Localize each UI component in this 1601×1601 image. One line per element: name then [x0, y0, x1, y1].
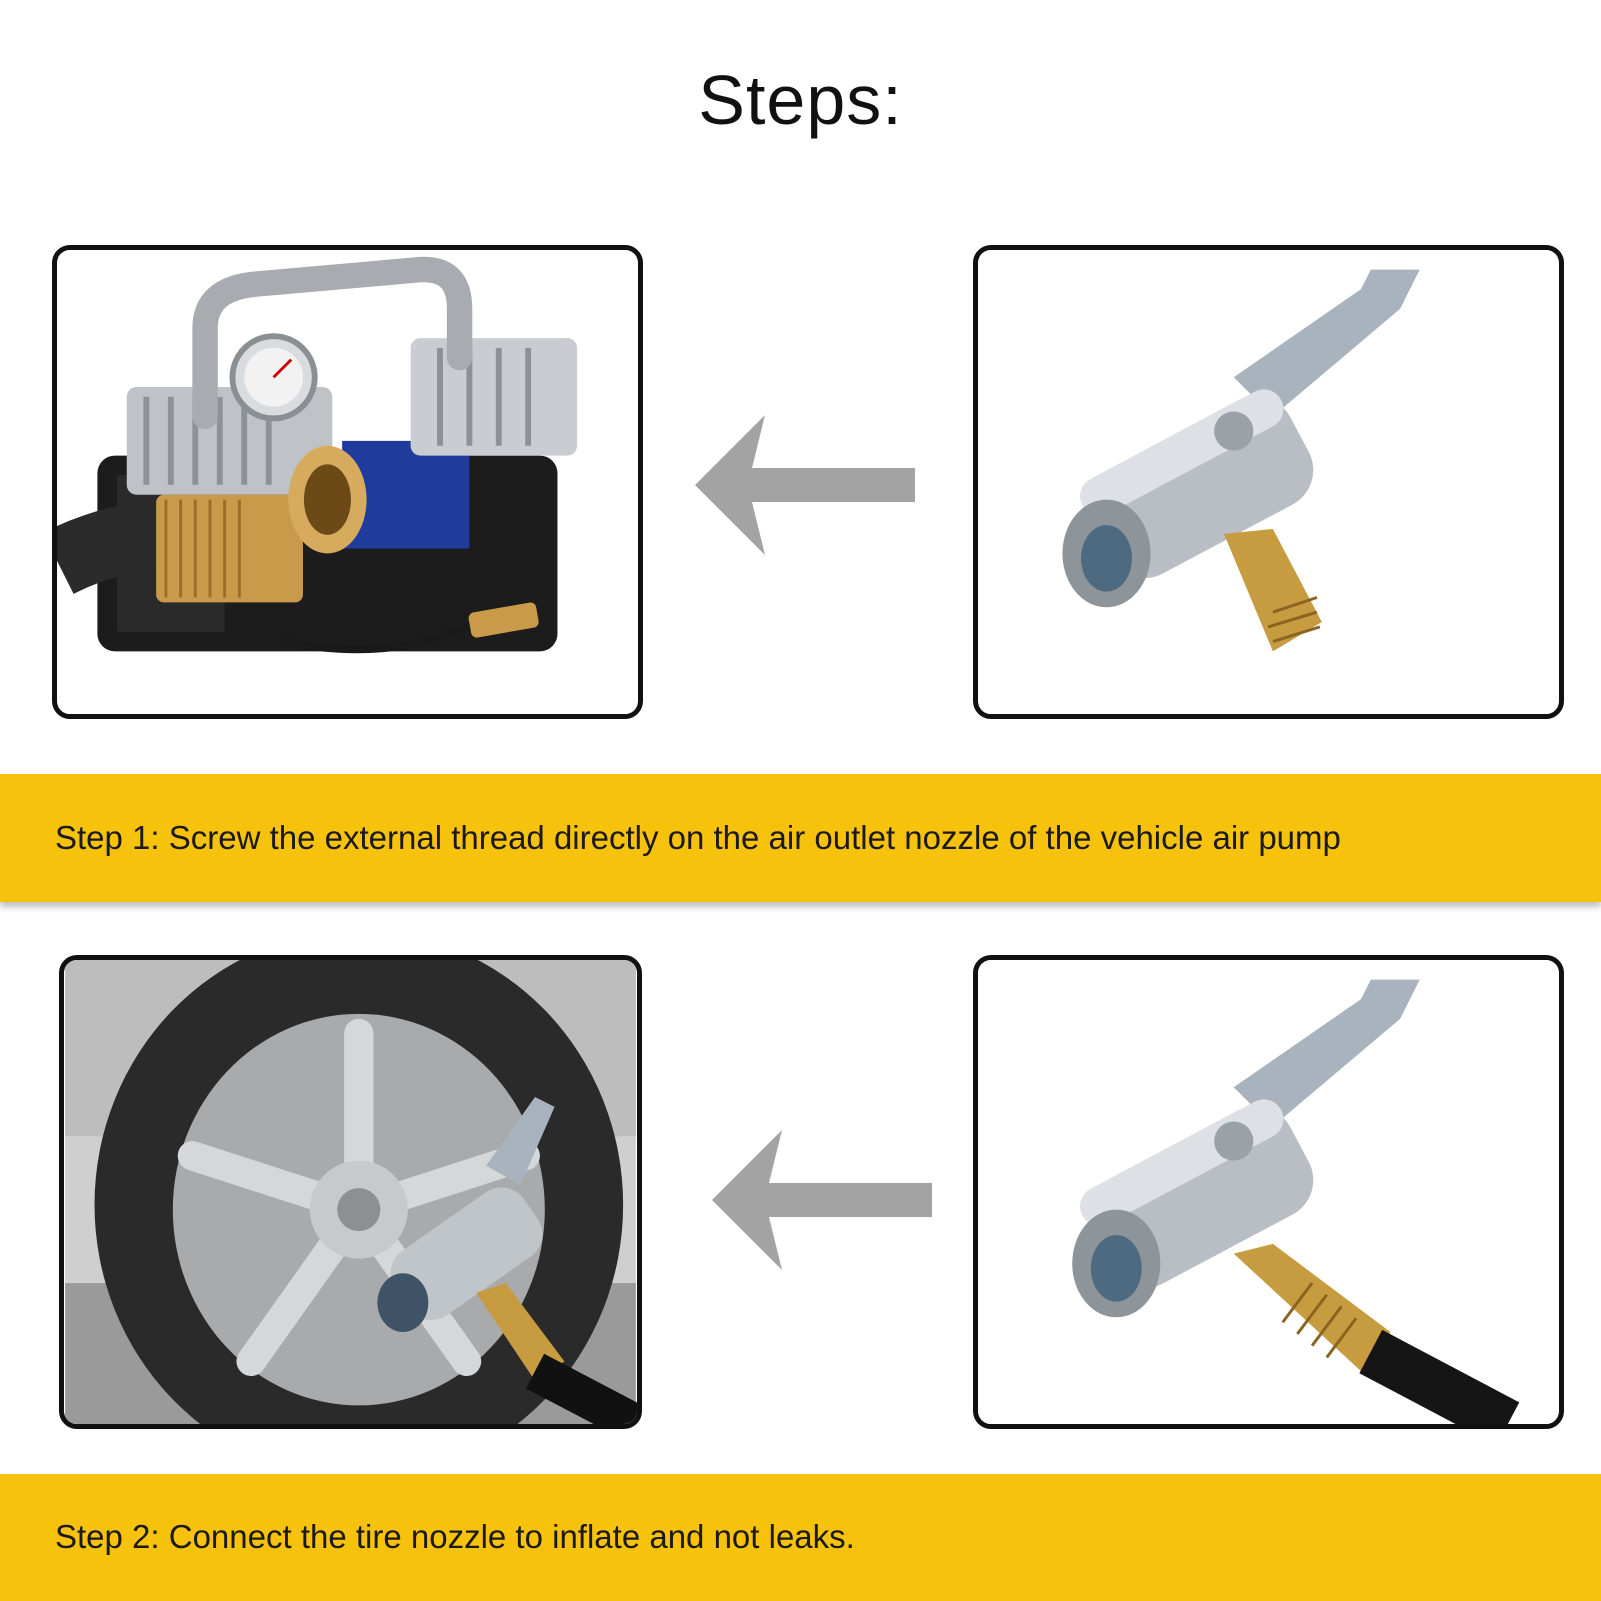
left-arrow-icon-2 [712, 1130, 932, 1270]
left-arrow-icon [695, 415, 915, 555]
step-1-banner: Step 1: Screw the external thread direct… [0, 774, 1601, 902]
tire-inflation-photo [59, 955, 642, 1429]
air-compressor-photo [52, 245, 643, 719]
chuck-nozzle-photo [973, 245, 1564, 719]
step-2-banner: Step 2: Connect the tire nozzle to infla… [0, 1474, 1601, 1601]
chuck-with-hose-photo [973, 955, 1564, 1429]
step-1-text: Step 1: Screw the external thread direct… [55, 819, 1341, 856]
step-2-text: Step 2: Connect the tire nozzle to infla… [55, 1518, 855, 1555]
page-title: Steps: [698, 61, 903, 139]
